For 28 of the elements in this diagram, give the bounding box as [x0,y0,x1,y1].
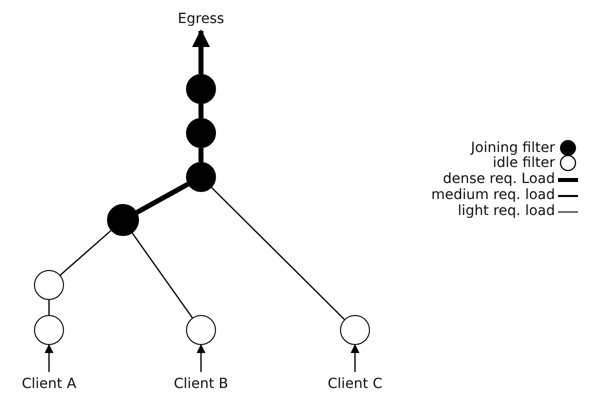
connector-line [211,187,345,320]
connector-line [136,182,190,214]
connector-line [132,232,193,318]
node-label: Egress [178,10,224,28]
idle-filter-node [340,315,370,345]
legend-label: light req. load [458,203,555,219]
legend-label: medium req. load [431,187,555,203]
legend-label: dense req. Load [442,171,555,187]
arrow [192,29,210,74]
legend-label: Joining filter [470,140,555,156]
idle-filter-node [186,315,216,345]
idle-filter-node [34,315,64,345]
connector-line [60,230,112,276]
node-label: Client A [22,375,76,393]
connector-line [198,148,204,162]
arrow [196,344,206,372]
legend-label: idle filter [492,155,555,171]
joining-filter-node [186,162,216,192]
arrow [350,344,360,372]
idle-filter-node [34,270,64,300]
connector-line [198,104,204,118]
arrow [44,344,54,372]
node-label: Client B [174,375,228,393]
joining-filter-node [107,204,139,236]
node-label: Client C [328,375,382,393]
joining-filter-node [186,118,216,148]
connector-line [48,300,50,315]
joining-filter-node [186,74,216,104]
